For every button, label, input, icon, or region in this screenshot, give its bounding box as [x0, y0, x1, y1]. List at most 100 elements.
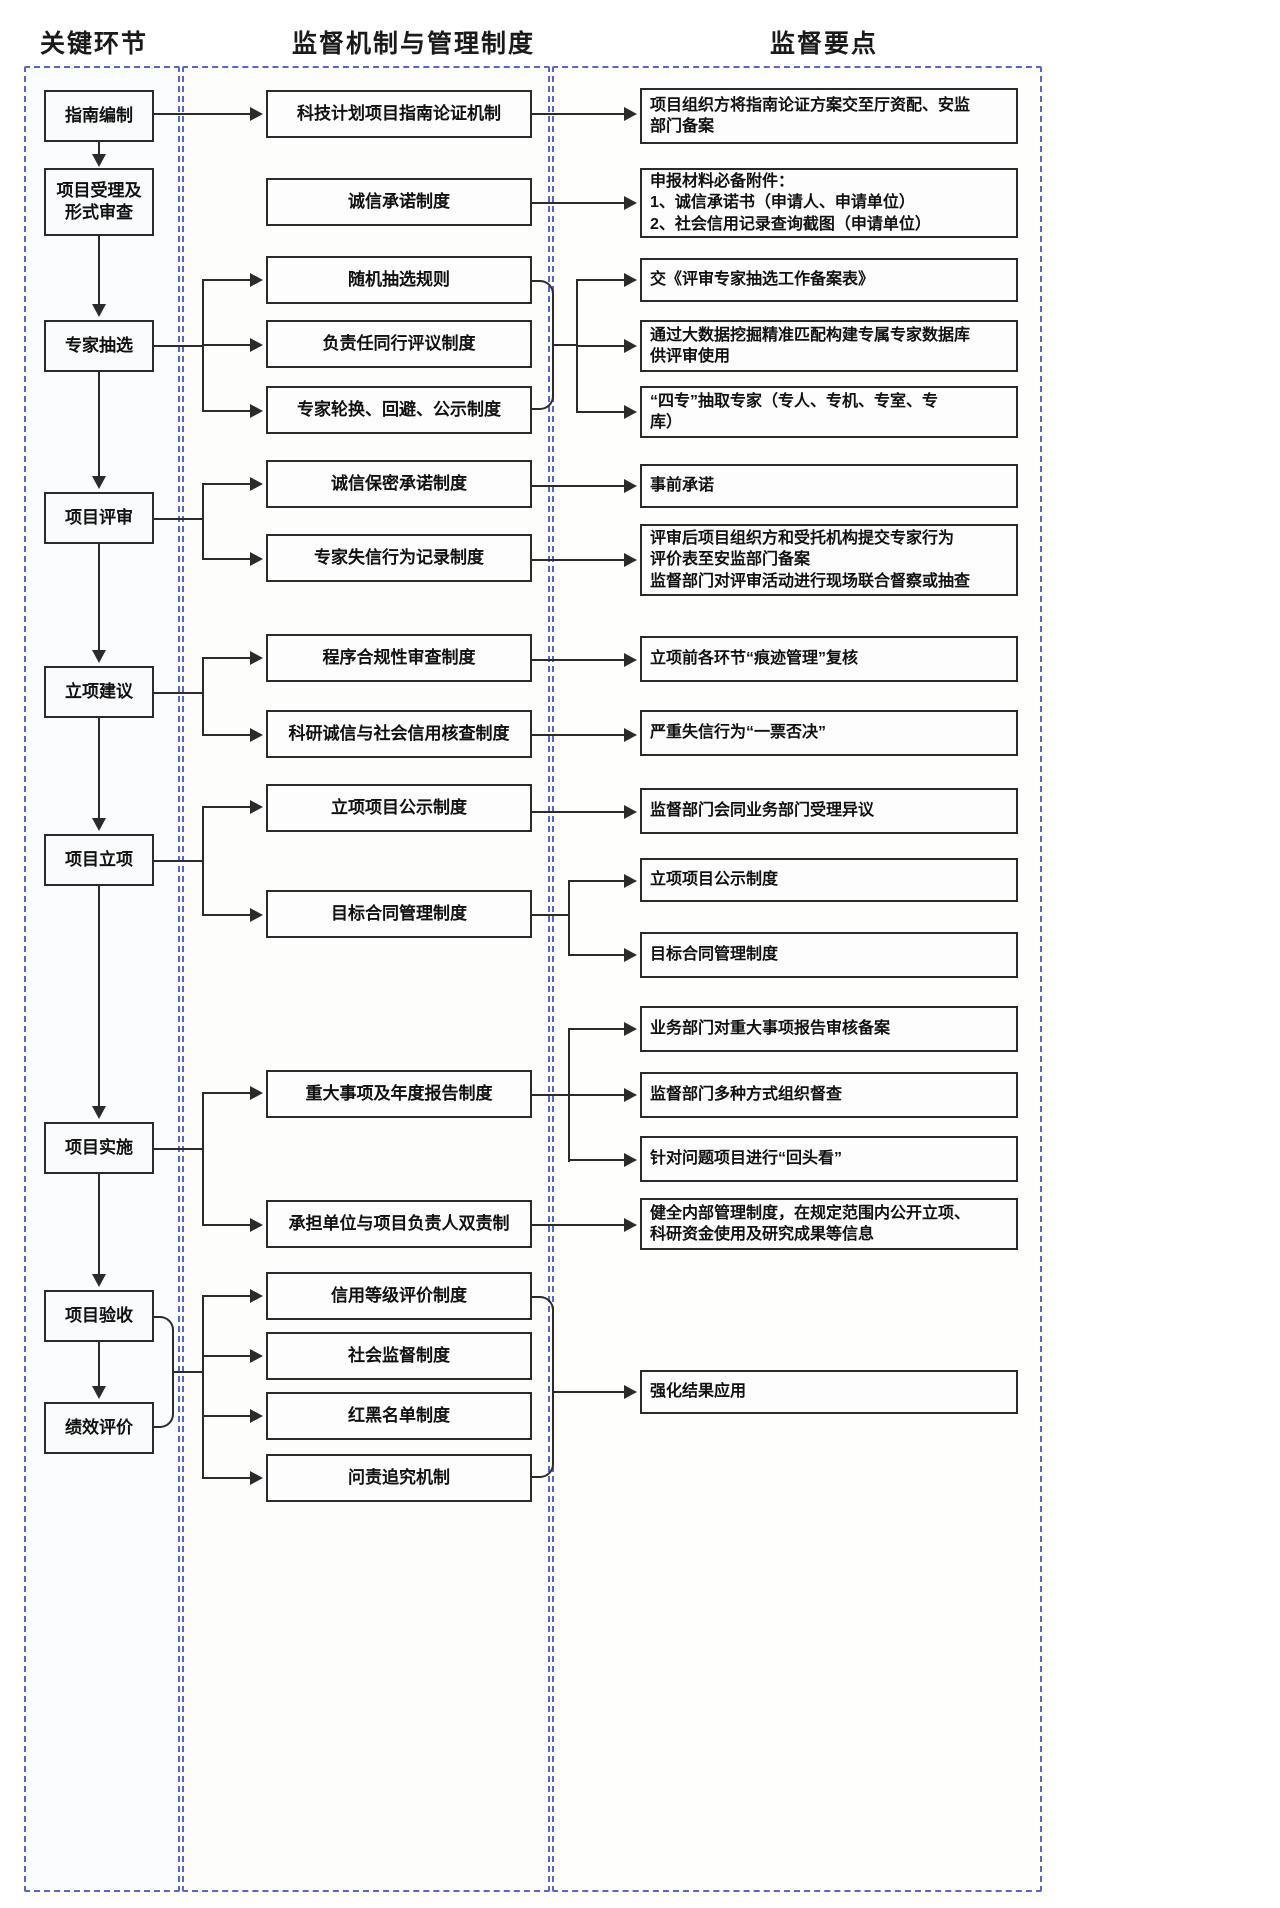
conn-merge-mech15: [202, 1355, 252, 1358]
conn-merge-trunk: [172, 1371, 204, 1374]
conn-merge-mech14: [202, 1295, 252, 1298]
arrow-mech12-point13: [624, 1022, 637, 1036]
conn-stage5-mech8: [202, 657, 252, 660]
conn-stage4-spine: [202, 484, 205, 560]
stage-box-project-acceptance[interactable]: 项目验收: [44, 1290, 154, 1342]
stage-link-6-7: [98, 886, 101, 1108]
arrow-stage3-mech4: [250, 338, 263, 352]
conn-mech13-point16: [532, 1224, 626, 1227]
point-box-guide-filing[interactable]: 项目组织方将指南论证方案交至厅资配、安监 部门备案: [640, 88, 1018, 144]
arrow-stage5-mech8: [250, 651, 263, 665]
arrow-stage6-mech11: [250, 908, 263, 922]
point-box-trace-management[interactable]: 立项前各环节“痕迹管理”复核: [640, 636, 1018, 682]
conn-merge-mech17: [202, 1477, 252, 1480]
mechanism-box-research-integrity-check[interactable]: 科研诚信与社会信用核查制度: [266, 710, 532, 758]
point-box-target-contract-system[interactable]: 目标合同管理制度: [640, 932, 1018, 978]
stage-box-approval-proposal[interactable]: 立项建议: [44, 666, 154, 718]
point-box-strengthen-result-use[interactable]: 强化结果应用: [640, 1370, 1018, 1414]
conn-stage3-trunk: [154, 345, 204, 348]
stage-box-guide-compilation[interactable]: 指南编制: [44, 90, 154, 142]
point-box-big-data-expert-db[interactable]: 通过大数据挖掘精准匹配构建专属专家数据库 供评审使用: [640, 320, 1018, 372]
point-box-look-back[interactable]: 针对问题项目进行“回头看”: [640, 1136, 1018, 1182]
arrow-mech2-point2: [624, 196, 637, 210]
conn-stage8-9-merge-brace: [154, 1316, 174, 1428]
stage-arrow-1-2: [92, 154, 106, 167]
mechanism-box-integrity-commitment[interactable]: 诚信承诺制度: [266, 178, 532, 226]
conn-stage1-mech1: [154, 113, 252, 116]
point-box-approval-publicity-system[interactable]: 立项项目公示制度: [640, 858, 1018, 902]
conn-merge-spine: [202, 1296, 205, 1478]
conn-mech345-trunk: [552, 344, 578, 347]
arrow-merge-mech17: [250, 1471, 263, 1485]
mechanism-box-red-black-list[interactable]: 红黑名单制度: [266, 1392, 532, 1440]
conn-stage7-mech13: [202, 1224, 252, 1227]
arrow-stage7-mech13: [250, 1218, 263, 1232]
mechanism-box-random-selection[interactable]: 随机抽选规则: [266, 256, 532, 304]
arrow-mech12-point15: [624, 1153, 637, 1167]
stage-link-3-4: [98, 372, 101, 478]
conn-mech3-5-merge-brace: [532, 280, 554, 410]
stage-arrow-3-4: [92, 476, 106, 489]
arrow-merge-mech15: [250, 1349, 263, 1363]
arrow-stage3-mech5: [250, 404, 263, 418]
point-box-prior-commitment[interactable]: 事前承诺: [640, 464, 1018, 508]
stage-box-project-approval[interactable]: 项目立项: [44, 834, 154, 886]
mechanism-box-expert-rotation[interactable]: 专家轮换、回避、公示制度: [266, 386, 532, 434]
conn-mech6-point6: [532, 485, 626, 488]
arrow-stage4-mech7: [250, 552, 263, 566]
conn-mech345-point3: [576, 279, 626, 282]
conn-mech12-trunk: [532, 1094, 570, 1097]
point-box-multi-method-inspection[interactable]: 监督部门多种方式组织督查: [640, 1072, 1018, 1118]
point-box-objection-handling[interactable]: 监督部门会同业务部门受理异议: [640, 788, 1018, 834]
conn-mech345-point5: [576, 411, 626, 414]
mechanism-box-approval-publicity[interactable]: 立项项目公示制度: [266, 784, 532, 832]
arrow-merge-mech14: [250, 1289, 263, 1303]
stage-arrow-8-9: [92, 1386, 106, 1399]
mechanism-box-confidentiality-commitment[interactable]: 诚信保密承诺制度: [266, 460, 532, 508]
conn-stage5-spine: [202, 658, 205, 736]
conn-mech14-17-point17: [552, 1391, 626, 1394]
stage-box-expert-selection[interactable]: 专家抽选: [44, 320, 154, 372]
arrow-mech8-point8: [624, 653, 637, 667]
point-box-four-dedicated[interactable]: “四专”抽取专家（专人、专机、专室、专 库）: [640, 386, 1018, 438]
column-header-mechanisms: 监督机制与管理制度: [292, 30, 536, 58]
stage-box-performance-evaluation[interactable]: 绩效评价: [44, 1402, 154, 1454]
arrow-mech6-point6: [624, 479, 637, 493]
arrow-mech11-point11: [624, 874, 637, 888]
point-box-post-review-filing[interactable]: 评审后项目组织方和受托机构提交专家行为 评价表至安监部门备案 监督部门对评审活动…: [640, 524, 1018, 596]
arrow-stage5-mech9: [250, 728, 263, 742]
conn-stage6-mech10: [202, 806, 252, 809]
conn-mech8-point8: [532, 659, 626, 662]
stage-link-1-2: [98, 142, 101, 156]
conn-mech12-point13: [568, 1028, 626, 1031]
stage-box-project-implementation[interactable]: 项目实施: [44, 1122, 154, 1174]
point-box-major-event-filing[interactable]: 业务部门对重大事项报告审核备案: [640, 1006, 1018, 1052]
mechanism-box-procedural-compliance[interactable]: 程序合规性审查制度: [266, 634, 532, 682]
conn-mech12-point15: [568, 1159, 626, 1162]
mechanism-box-responsible-peer-review[interactable]: 负责任同行评议制度: [266, 320, 532, 368]
point-box-one-vote-veto[interactable]: 严重失信行为“一票否决”: [640, 710, 1018, 756]
stage-box-acceptance-review[interactable]: 项目受理及 形式审查: [44, 168, 154, 236]
conn-stage7-trunk: [154, 1148, 204, 1151]
mechanism-box-expert-dishonesty-record[interactable]: 专家失信行为记录制度: [266, 534, 532, 582]
point-box-required-attachments[interactable]: 申报材料必备附件： 1、诚信承诺书（申请人、申请单位） 2、社会信用记录查询截图…: [640, 168, 1018, 238]
conn-mech9-point9: [532, 734, 626, 737]
stage-box-project-review[interactable]: 项目评审: [44, 492, 154, 544]
point-box-internal-management-disclosure[interactable]: 健全内部管理制度，在规定范围内公开立项、 科研资金使用及研究成果等信息: [640, 1198, 1018, 1250]
conn-stage3-mech5: [202, 410, 252, 413]
point-box-selection-filing-form[interactable]: 交《评审专家抽选工作备案表》: [640, 258, 1018, 302]
mechanism-box-credit-rating[interactable]: 信用等级评价制度: [266, 1272, 532, 1320]
arrow-merge-mech16: [250, 1409, 263, 1423]
conn-stage7-mech12: [202, 1092, 252, 1095]
mechanism-box-dual-responsibility[interactable]: 承担单位与项目负责人双责制: [266, 1200, 532, 1248]
stage-arrow-2-3: [92, 304, 106, 317]
mechanism-box-guide-demonstration[interactable]: 科技计划项目指南论证机制: [266, 90, 532, 138]
conn-stage3-mech4: [202, 344, 252, 347]
conn-mech12-point14: [568, 1094, 626, 1097]
mechanism-box-social-supervision[interactable]: 社会监督制度: [266, 1332, 532, 1380]
mechanism-box-target-contract-management[interactable]: 目标合同管理制度: [266, 890, 532, 938]
mechanism-box-accountability[interactable]: 问责追究机制: [266, 1454, 532, 1502]
arrow-stage1-mech1: [250, 107, 263, 121]
arrow-stage3-mech3: [250, 273, 263, 287]
mechanism-box-major-events-annual-report[interactable]: 重大事项及年度报告制度: [266, 1070, 532, 1118]
